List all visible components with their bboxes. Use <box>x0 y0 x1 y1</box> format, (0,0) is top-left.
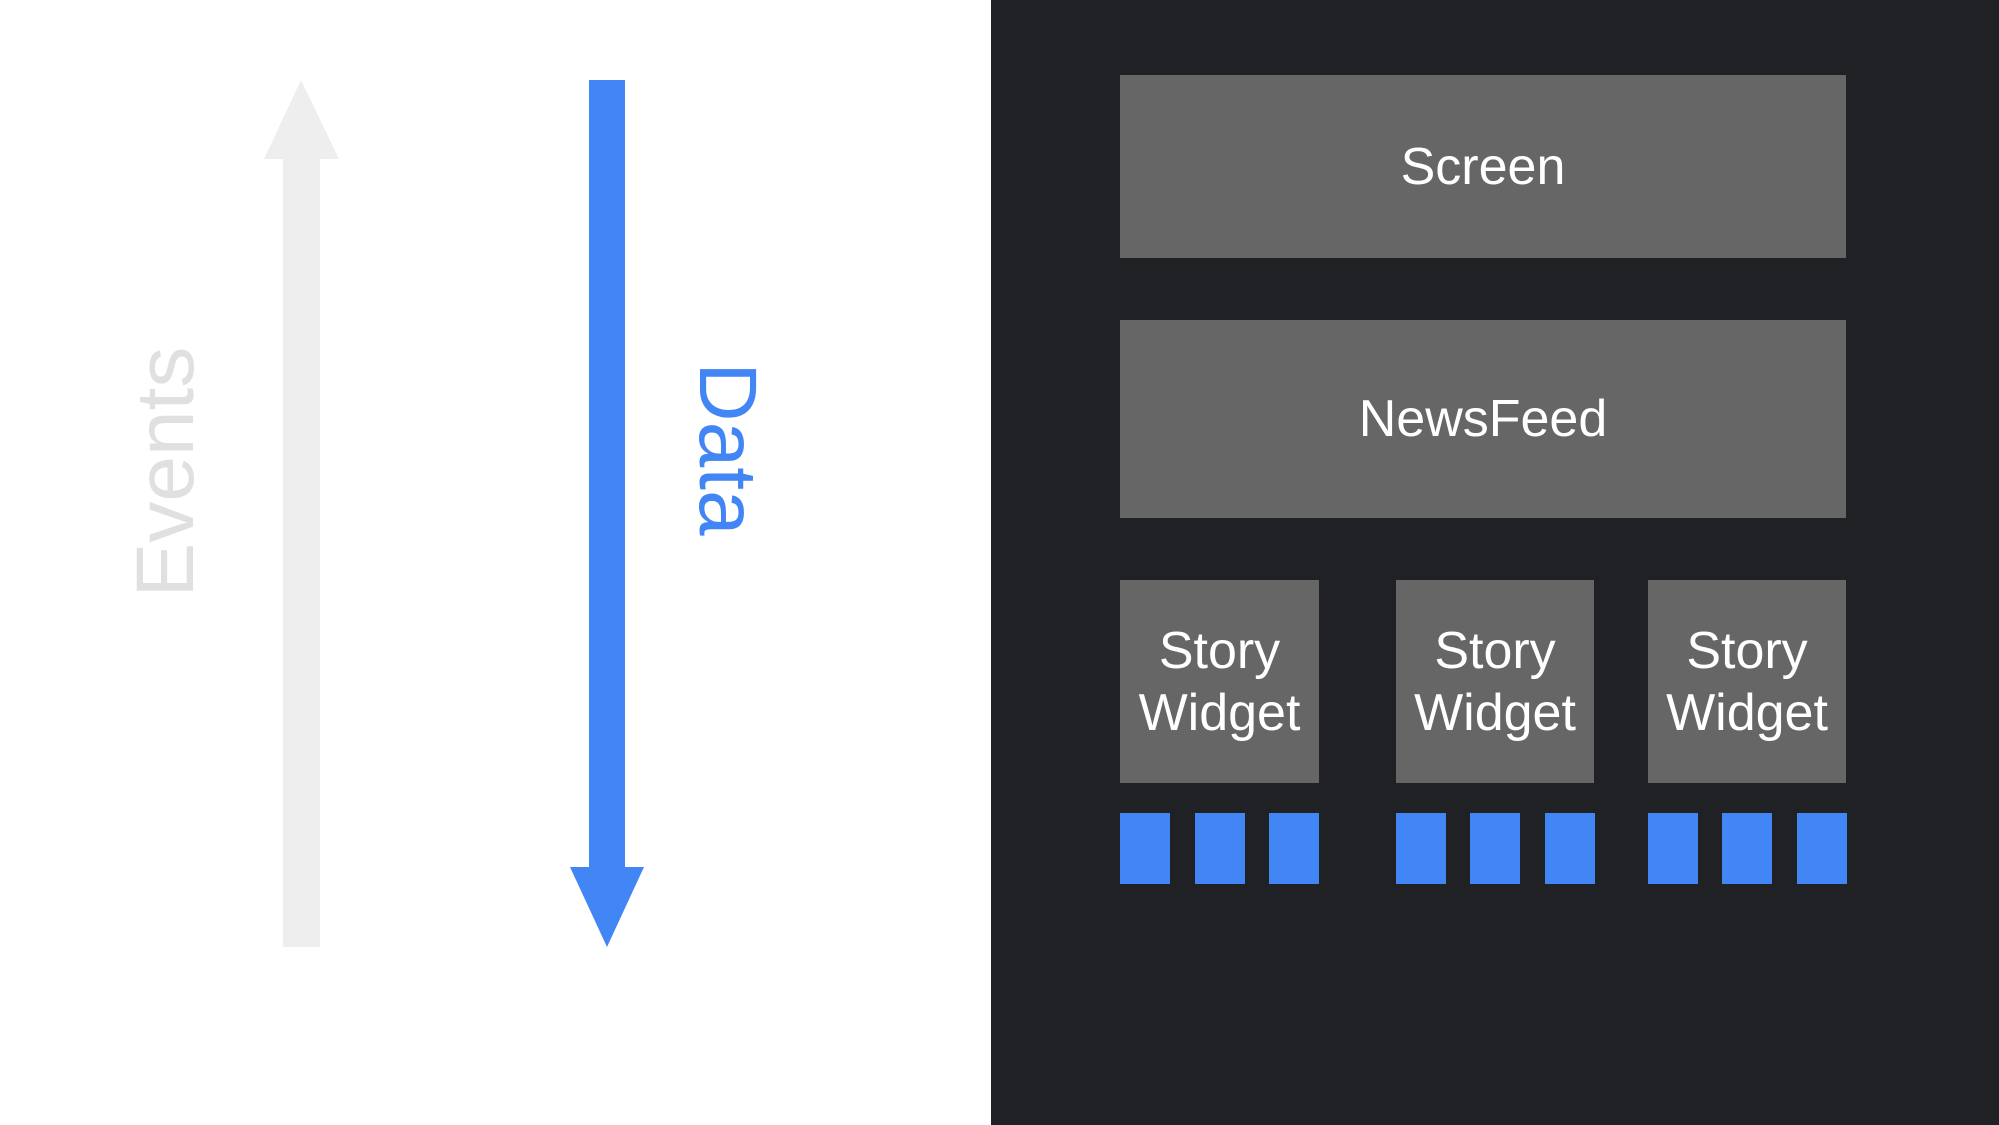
screen-label: Screen <box>1400 137 1566 196</box>
story-widget-label-line1: Story <box>1686 621 1808 680</box>
data-label: Data <box>682 362 773 536</box>
arrows <box>264 80 644 947</box>
newsfeed-box: NewsFeed <box>1120 320 1846 518</box>
child-widget-square <box>1120 813 1170 884</box>
child-widget-square <box>1269 813 1319 884</box>
child-widget-square <box>1722 813 1772 884</box>
screen-box: Screen <box>1120 75 1846 258</box>
story-widget-label-line2: Widget <box>1414 683 1576 742</box>
data-arrow-down <box>570 80 644 947</box>
story-widget-label-line2: Widget <box>1138 683 1301 742</box>
events-label: Events <box>120 346 211 598</box>
story-widget-box: Story Widget <box>1396 580 1594 783</box>
child-widget-square <box>1396 813 1446 884</box>
child-widget-square <box>1470 813 1520 884</box>
child-widget-square <box>1545 813 1595 884</box>
story-widget-label-line1: Story <box>1158 621 1281 680</box>
story-widget-box: Story Widget <box>1120 580 1319 783</box>
story-widget-label-line1: Story <box>1434 621 1556 680</box>
newsfeed-label: NewsFeed <box>1358 390 1608 448</box>
child-widget-square <box>1195 813 1245 884</box>
child-widget-square <box>1648 813 1698 884</box>
events-arrow-up <box>264 80 339 947</box>
child-widget-square <box>1797 813 1847 884</box>
story-widget-label-line2: Widget <box>1666 683 1828 742</box>
story-widget-box: Story Widget <box>1648 580 1846 783</box>
